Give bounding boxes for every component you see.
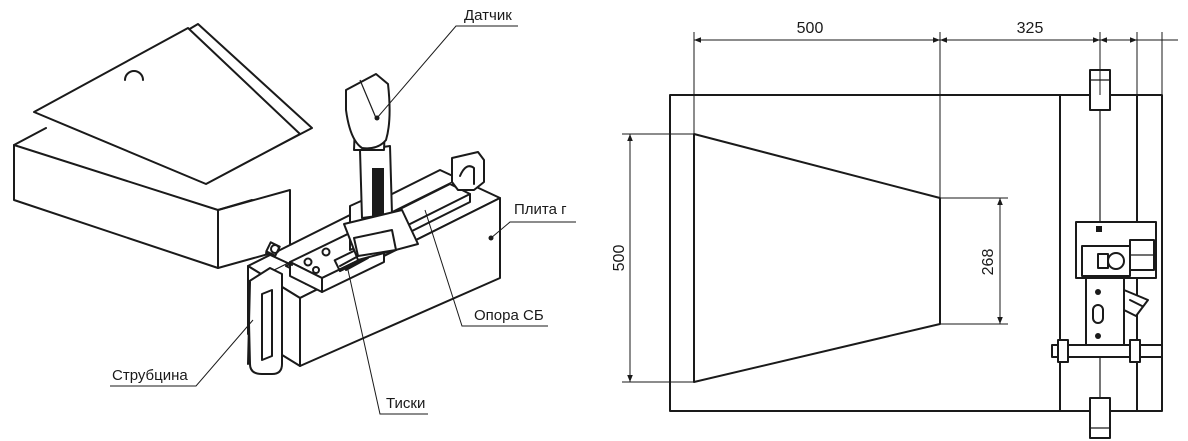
dim-top-left-label: 500: [797, 20, 824, 37]
dim-top-right: 325: [940, 20, 1178, 95]
label-vise: Тиски: [386, 395, 425, 412]
clamp: [247, 267, 283, 375]
dim-left-height: 500: [611, 133, 694, 383]
dim-right-height: 268: [940, 197, 1008, 325]
isometric-view: Датчик Плита г Опора СБ Струбцина Тиски: [13, 7, 576, 415]
dim-top-left: 500: [693, 20, 941, 198]
sensor-head: [345, 73, 391, 151]
hook-clamp-top: [451, 151, 485, 191]
plan-mechanism: [1051, 221, 1163, 363]
sensor-stand: [343, 145, 419, 261]
paper-sheets: [33, 23, 313, 185]
plan-outer-rectangle: [669, 94, 1163, 412]
dim-top-right-label: 325: [1017, 20, 1044, 37]
plan-trapezoid: [693, 133, 941, 383]
label-support: Опора СБ: [474, 307, 544, 324]
dim-right-height-label: 268: [980, 249, 997, 276]
plan-clamp-bottom: [1089, 397, 1111, 439]
label-sensor: Датчик: [464, 7, 512, 24]
plan-view: 500 325 500 268: [611, 20, 1178, 439]
dim-left-height-label: 500: [611, 245, 628, 272]
leader-lines: [110, 25, 576, 415]
label-plate: Плита г: [514, 201, 567, 218]
label-clamp: Струбцина: [112, 367, 188, 384]
